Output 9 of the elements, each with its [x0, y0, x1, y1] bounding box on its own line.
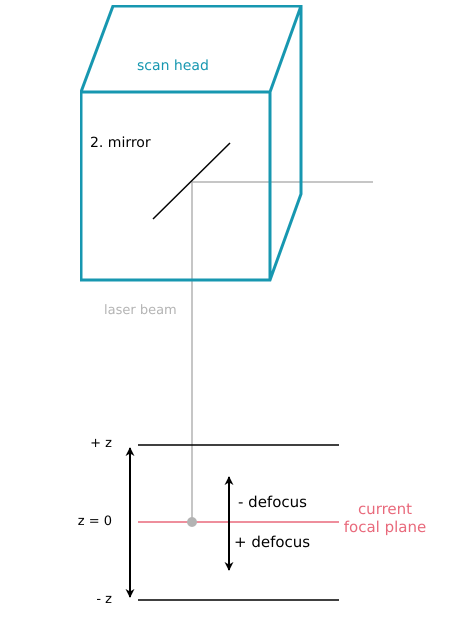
defocus-label: - defocus — [238, 494, 307, 510]
axis-label: - z — [96, 592, 112, 608]
axis-label: z = 0 — [78, 514, 112, 530]
beam-label: laser beam — [104, 303, 177, 319]
axis-label: + z — [90, 436, 112, 452]
scan-head-label: scan head — [137, 58, 209, 74]
focal-plane-label: current focal plane — [342, 500, 428, 536]
mirror-label: 2. mirror — [90, 135, 151, 151]
defocus-label: + defocus — [234, 534, 310, 550]
